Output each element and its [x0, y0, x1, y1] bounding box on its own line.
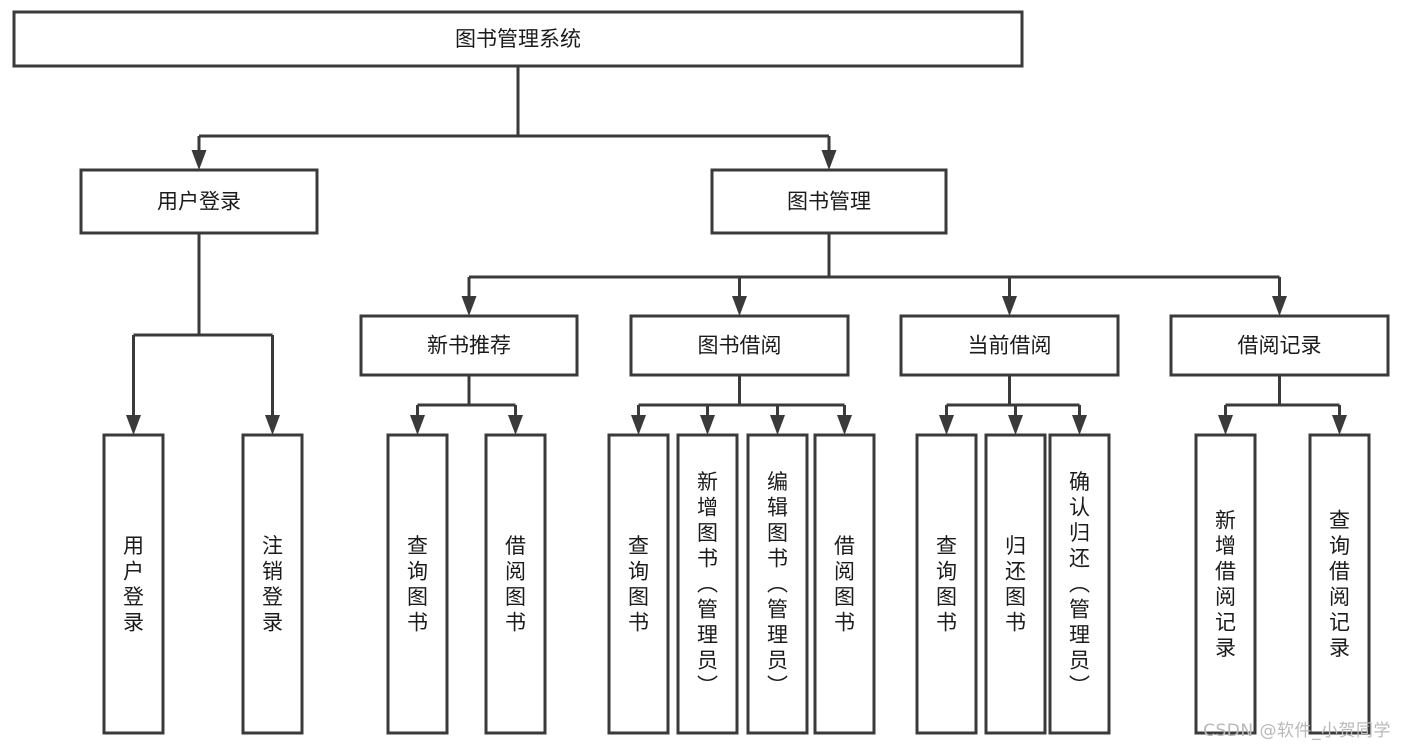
arrowhead-leaf-borrow-book-recommend — [508, 415, 523, 435]
node-label-leaf-query-book-recommend: 查询图书 — [407, 534, 428, 635]
node-box-root — [12, 10, 1024, 68]
node-box-leaf-add-borrow-record — [1194, 433, 1257, 735]
arrowhead-leaf-user-login — [126, 415, 141, 435]
node-new-book-recommend[interactable]: 新书推荐 — [359, 314, 579, 377]
arrowhead-leaf-query-book-recommend — [410, 415, 425, 435]
node-box-leaf-borrow-book — [813, 433, 876, 735]
node-box-leaf-return-book — [984, 433, 1047, 735]
node-leaf-confirm-return-admin[interactable]: 确认归还︵管理员︶ — [1048, 433, 1111, 735]
node-leaf-query-borrow-record[interactable]: 查询借阅记录 — [1308, 433, 1371, 735]
node-leaf-edit-book-admin[interactable]: 编辑图书︵管理员︶ — [746, 433, 809, 735]
node-box-new-book-recommend — [359, 314, 579, 377]
node-label-root: 图书管理系统 — [455, 27, 581, 51]
arrowhead-leaf-query-book-current — [939, 415, 954, 435]
node-label-leaf-borrow-book: 借阅图书 — [834, 534, 855, 635]
arrowhead-leaf-query-book-borrow — [631, 415, 646, 435]
node-borrow-record[interactable]: 借阅记录 — [1169, 314, 1390, 377]
node-box-book-borrow — [629, 314, 850, 377]
node-leaf-add-borrow-record[interactable]: 新增借阅记录 — [1194, 433, 1257, 735]
node-label-leaf-edit-book-admin: 编辑图书︵管理员︶ — [767, 470, 788, 698]
node-box-leaf-edit-book-admin — [746, 433, 809, 735]
arrowhead-user-login — [191, 150, 207, 170]
node-box-leaf-confirm-return-admin — [1048, 433, 1111, 735]
node-label-book-manage: 图书管理 — [787, 190, 871, 214]
node-leaf-query-book-borrow[interactable]: 查询图书 — [607, 433, 670, 735]
node-box-user-login — [79, 168, 319, 235]
arrowhead-book-borrow — [732, 296, 747, 316]
node-box-current-borrow — [899, 314, 1120, 377]
edges-layer — [126, 66, 1347, 435]
arrowhead-leaf-return-book — [1008, 415, 1023, 435]
arrowhead-leaf-query-borrow-record — [1332, 415, 1347, 435]
node-leaf-query-book-current[interactable]: 查询图书 — [915, 433, 978, 735]
nodes-layer: 图书管理系统用户登录图书管理新书推荐图书借阅当前借阅借阅记录用户登录注销登录查询… — [12, 10, 1390, 735]
node-box-leaf-borrow-book-recommend — [484, 433, 547, 735]
node-label-user-login: 用户登录 — [157, 190, 241, 214]
node-label-leaf-confirm-return-admin: 确认归还︵管理员︶ — [1069, 470, 1090, 698]
node-leaf-user-login[interactable]: 用户登录 — [102, 433, 165, 735]
node-leaf-borrow-book-recommend[interactable]: 借阅图书 — [484, 433, 547, 735]
node-book-borrow[interactable]: 图书借阅 — [629, 314, 850, 377]
node-label-leaf-query-borrow-record: 查询借阅记录 — [1329, 508, 1350, 660]
node-box-leaf-logout — [241, 433, 304, 735]
node-label-borrow-record: 借阅记录 — [1238, 334, 1322, 358]
arrowhead-current-borrow — [1002, 296, 1017, 316]
node-book-manage[interactable]: 图书管理 — [710, 168, 948, 235]
node-label-leaf-borrow-book-recommend: 借阅图书 — [505, 534, 526, 635]
node-leaf-logout[interactable]: 注销登录 — [241, 433, 304, 735]
node-label-leaf-return-book: 归还图书 — [1005, 534, 1026, 635]
node-box-borrow-record — [1169, 314, 1390, 377]
node-label-leaf-add-borrow-record: 新增借阅记录 — [1215, 508, 1236, 660]
node-box-book-manage — [710, 168, 948, 235]
node-leaf-query-book-recommend[interactable]: 查询图书 — [386, 433, 449, 735]
arrowhead-leaf-add-borrow-record — [1218, 415, 1233, 435]
node-label-leaf-query-book-borrow: 查询图书 — [628, 534, 649, 635]
node-label-leaf-add-book-admin: 新增图书︵管理员︶ — [697, 470, 718, 698]
node-box-leaf-query-book-borrow — [607, 433, 670, 735]
arrowhead-leaf-borrow-book — [837, 415, 852, 435]
node-current-borrow[interactable]: 当前借阅 — [899, 314, 1120, 377]
node-label-leaf-logout: 注销登录 — [262, 534, 283, 635]
node-leaf-return-book[interactable]: 归还图书 — [984, 433, 1047, 735]
node-root[interactable]: 图书管理系统 — [12, 10, 1024, 68]
node-user-login[interactable]: 用户登录 — [79, 168, 319, 235]
node-box-leaf-query-borrow-record — [1308, 433, 1371, 735]
arrowhead-leaf-logout — [265, 415, 280, 435]
node-label-current-borrow: 当前借阅 — [968, 334, 1052, 358]
arrowhead-new-book-recommend — [461, 296, 477, 316]
arrowhead-leaf-add-book-admin — [700, 415, 715, 435]
node-leaf-add-book-admin[interactable]: 新增图书︵管理员︶ — [676, 433, 739, 735]
arrowhead-book-manage — [821, 150, 837, 170]
arrowhead-borrow-record — [1272, 296, 1287, 316]
node-box-leaf-query-book-current — [915, 433, 978, 735]
node-box-leaf-user-login — [102, 433, 165, 735]
node-leaf-borrow-book[interactable]: 借阅图书 — [813, 433, 876, 735]
node-label-leaf-user-login: 用户登录 — [123, 534, 144, 635]
arrowhead-leaf-edit-book-admin — [770, 415, 785, 435]
node-box-leaf-query-book-recommend — [386, 433, 449, 735]
node-label-new-book-recommend: 新书推荐 — [427, 334, 511, 358]
node-box-leaf-add-book-admin — [676, 433, 739, 735]
node-label-book-borrow: 图书借阅 — [698, 334, 782, 358]
node-label-leaf-query-book-current: 查询图书 — [936, 534, 957, 635]
arrowhead-leaf-confirm-return-admin — [1072, 415, 1087, 435]
